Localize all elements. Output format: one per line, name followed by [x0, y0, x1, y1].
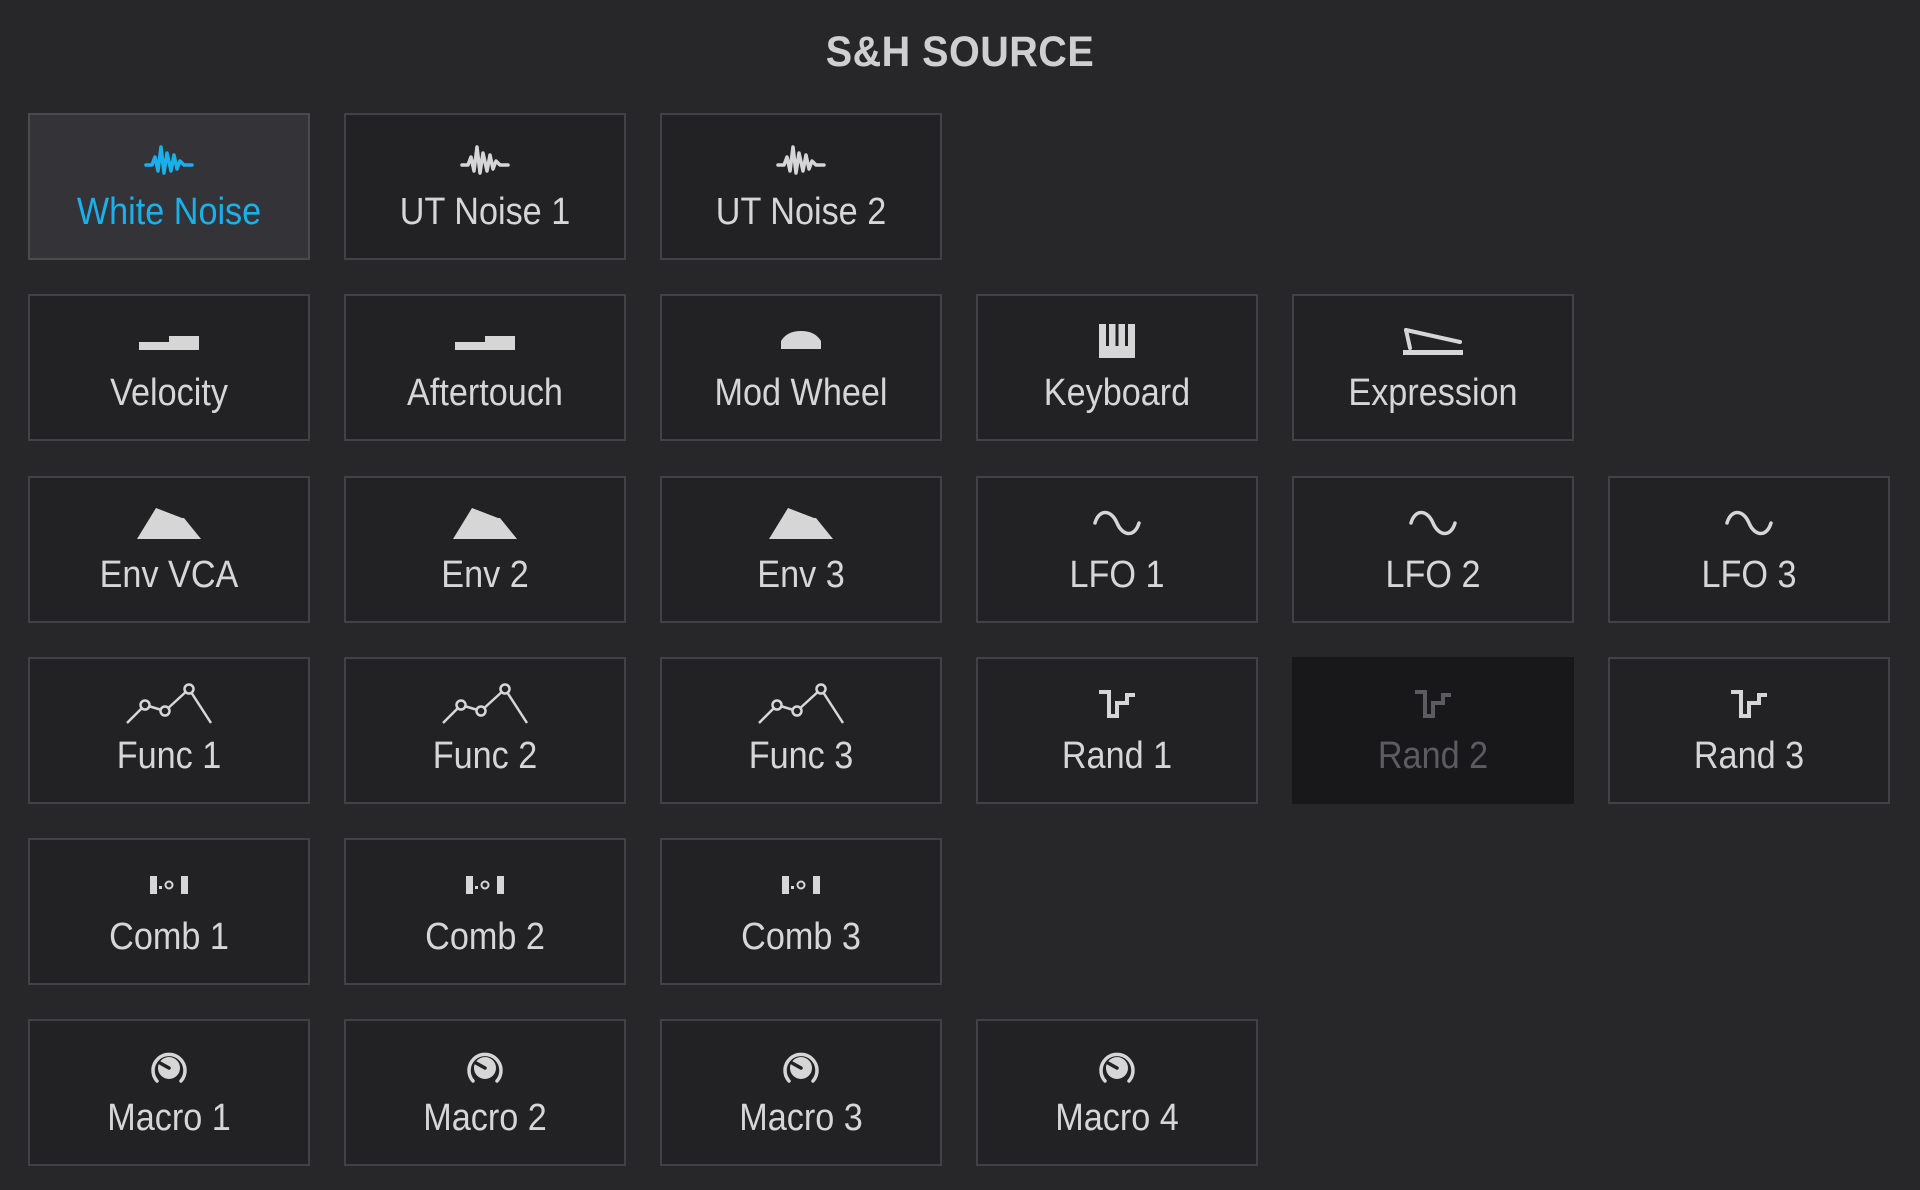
- noise-icon: [346, 137, 624, 183]
- noise-icon: [662, 137, 940, 183]
- envelope-icon: [662, 500, 940, 546]
- macro-knob-icon: [30, 1043, 308, 1089]
- velocity-icon: [30, 318, 308, 364]
- source-aftertouch-button[interactable]: Aftertouch: [344, 294, 626, 441]
- source-macro-2-button[interactable]: Macro 2: [344, 1019, 626, 1166]
- source-env-2-button[interactable]: Env 2: [344, 476, 626, 623]
- source-label: Keyboard: [1043, 372, 1191, 414]
- source-macro-4-button[interactable]: Macro 4: [976, 1019, 1258, 1166]
- source-white-noise-button[interactable]: White Noise: [28, 113, 310, 260]
- combinator-icon: [346, 862, 624, 908]
- source-func-1-button[interactable]: Func 1: [28, 657, 310, 804]
- source-lfo-3-button[interactable]: LFO 3: [1608, 476, 1890, 623]
- source-env-3-button[interactable]: Env 3: [660, 476, 942, 623]
- keyboard-icon: [978, 318, 1256, 364]
- source-env-vca-button[interactable]: Env VCA: [28, 476, 310, 623]
- source-rand-1-button[interactable]: Rand 1: [976, 657, 1258, 804]
- random-step-icon: [978, 681, 1256, 727]
- source-label: LFO 1: [1069, 554, 1165, 596]
- random-step-icon: [1294, 681, 1572, 727]
- source-ut-noise-2-button[interactable]: UT Noise 2: [660, 113, 942, 260]
- source-label: UT Noise 2: [715, 191, 887, 233]
- source-expression-button[interactable]: Expression: [1292, 294, 1574, 441]
- source-label: Env 3: [757, 554, 845, 596]
- source-label: UT Noise 1: [399, 191, 571, 233]
- source-label: Macro 3: [739, 1097, 863, 1139]
- source-label: Macro 4: [1055, 1097, 1179, 1139]
- function-curve-icon: [662, 681, 940, 727]
- source-label: Func 1: [116, 735, 222, 777]
- panel-title: S&H SOURCE: [825, 28, 1095, 76]
- macro-knob-icon: [978, 1043, 1256, 1089]
- envelope-icon: [346, 500, 624, 546]
- source-keyboard-button[interactable]: Keyboard: [976, 294, 1258, 441]
- noise-icon: [30, 137, 308, 183]
- mod-wheel-icon: [662, 318, 940, 364]
- source-macro-1-button[interactable]: Macro 1: [28, 1019, 310, 1166]
- source-label: Rand 3: [1693, 735, 1805, 777]
- source-label: Func 2: [432, 735, 538, 777]
- source-label: Comb 1: [109, 916, 229, 958]
- source-lfo-1-button[interactable]: LFO 1: [976, 476, 1258, 623]
- function-curve-icon: [346, 681, 624, 727]
- aftertouch-icon: [346, 318, 624, 364]
- source-velocity-button[interactable]: Velocity: [28, 294, 310, 441]
- source-func-3-button[interactable]: Func 3: [660, 657, 942, 804]
- source-label: Macro 1: [107, 1097, 231, 1139]
- source-label: Velocity: [110, 372, 228, 414]
- macro-knob-icon: [662, 1043, 940, 1089]
- source-label: Mod Wheel: [714, 372, 888, 414]
- sine-wave-icon: [1610, 500, 1888, 546]
- source-mod-wheel-button[interactable]: Mod Wheel: [660, 294, 942, 441]
- sine-wave-icon: [1294, 500, 1572, 546]
- macro-knob-icon: [346, 1043, 624, 1089]
- source-label: Macro 2: [423, 1097, 547, 1139]
- source-func-2-button[interactable]: Func 2: [344, 657, 626, 804]
- source-label: Comb 2: [425, 916, 545, 958]
- source-label: Comb 3: [741, 916, 861, 958]
- random-step-icon: [1610, 681, 1888, 727]
- source-rand-3-button[interactable]: Rand 3: [1608, 657, 1890, 804]
- source-macro-3-button[interactable]: Macro 3: [660, 1019, 942, 1166]
- source-label: Expression: [1348, 372, 1518, 414]
- source-lfo-2-button[interactable]: LFO 2: [1292, 476, 1574, 623]
- combinator-icon: [662, 862, 940, 908]
- source-label: White Noise: [76, 191, 262, 233]
- source-label: Aftertouch: [407, 372, 563, 414]
- source-label: LFO 2: [1385, 554, 1481, 596]
- source-label: LFO 3: [1701, 554, 1797, 596]
- source-label: Rand 2: [1377, 735, 1489, 777]
- combinator-icon: [30, 862, 308, 908]
- source-label: Env VCA: [99, 554, 239, 596]
- function-curve-icon: [30, 681, 308, 727]
- source-rand-2-button[interactable]: Rand 2: [1292, 657, 1574, 804]
- expression-pedal-icon: [1294, 318, 1572, 364]
- source-comb-1-button[interactable]: Comb 1: [28, 838, 310, 985]
- source-comb-3-button[interactable]: Comb 3: [660, 838, 942, 985]
- source-label: Env 2: [441, 554, 529, 596]
- source-comb-2-button[interactable]: Comb 2: [344, 838, 626, 985]
- source-label: Func 3: [748, 735, 854, 777]
- source-label: Rand 1: [1061, 735, 1173, 777]
- envelope-icon: [30, 500, 308, 546]
- source-ut-noise-1-button[interactable]: UT Noise 1: [344, 113, 626, 260]
- sine-wave-icon: [978, 500, 1256, 546]
